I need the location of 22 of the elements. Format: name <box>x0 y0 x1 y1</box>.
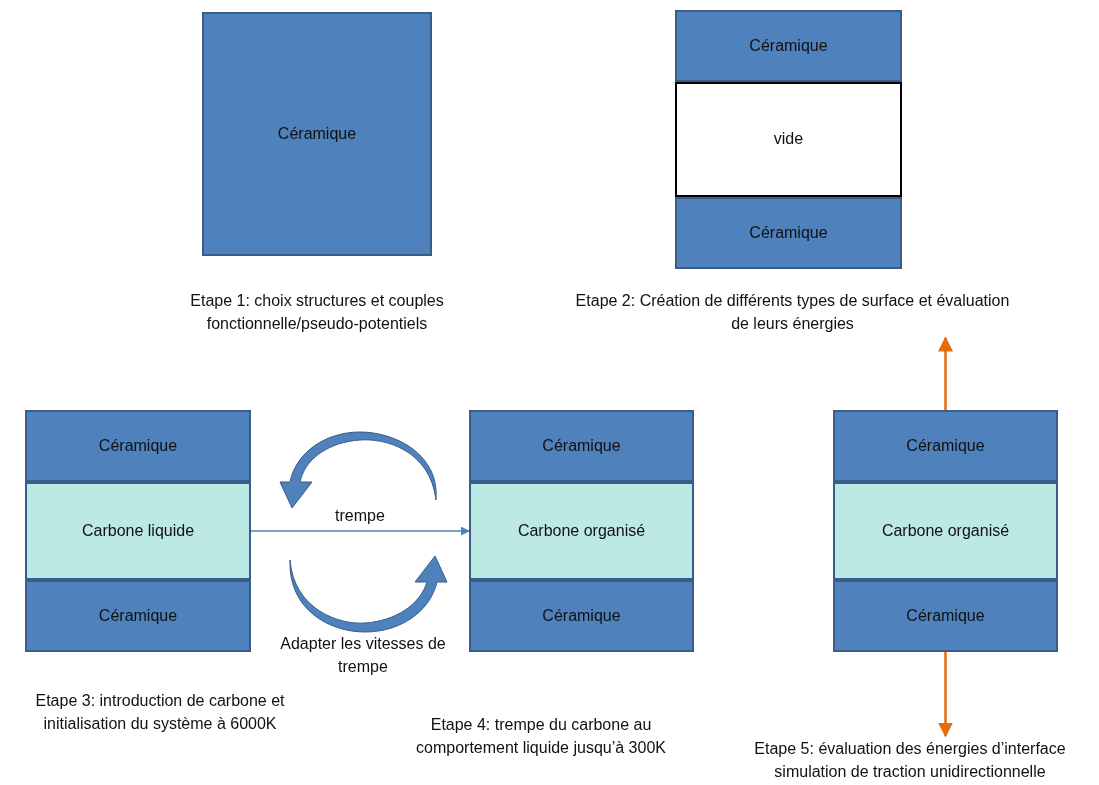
ceramic-layer: Céramique <box>833 410 1058 482</box>
arrow <box>938 652 953 738</box>
ceramic-layer: Céramique <box>469 580 694 652</box>
arrow <box>250 526 470 536</box>
note-text: Adapter les vitesses de trempe <box>279 634 447 678</box>
carbon-layer: Carbone organisé <box>469 482 694 580</box>
ceramic-layer: Céramique <box>25 410 251 482</box>
carbon-layer: Carbone organisé <box>833 482 1058 580</box>
carbon-layer: Carbone liquide <box>25 482 251 580</box>
arrow <box>938 336 953 410</box>
ceramic-layer: Céramique <box>675 10 902 82</box>
ceramic-layer: Céramique <box>202 12 432 256</box>
vacuum-gap: vide <box>675 82 902 197</box>
ceramic-layer: Céramique <box>25 580 251 652</box>
step-caption: Etape 1: choix structures et couples fonctionnelle/pseudo-potentiels <box>150 286 484 338</box>
step-caption: Etape 3: introduction de carbone et initialisation du système à 6000K <box>5 686 315 738</box>
ceramic-layer: Céramique <box>675 197 902 269</box>
ceramic-layer: Céramique <box>469 410 694 482</box>
ceramic-layer: Céramique <box>833 580 1058 652</box>
step-caption: Etape 2: Création de différents types de surface et évaluation de leurs énergies <box>565 286 1020 338</box>
step-caption: Etape 4: trempe du carbone au comportement liquide jusqu’à 300K <box>395 710 687 762</box>
step-caption: Etape 5: évaluation des énergies d’interface simulation de traction unidirectionnelle <box>722 736 1098 784</box>
